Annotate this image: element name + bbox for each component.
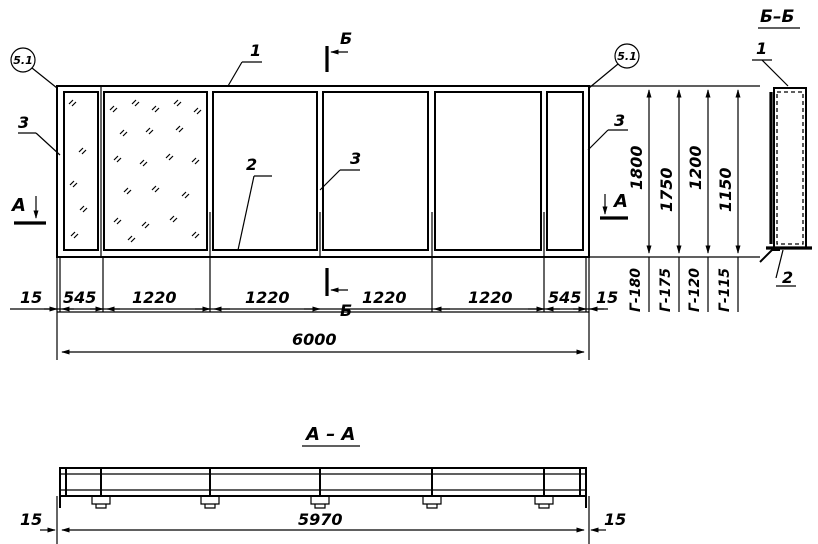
section-mark-a-right: А: [600, 191, 628, 220]
svg-text:А – А: А – А: [304, 424, 355, 445]
svg-text:1: 1: [756, 39, 767, 58]
svg-text:15: 15: [20, 288, 42, 307]
svg-text:6000: 6000: [292, 330, 337, 349]
svg-text:1220: 1220: [468, 288, 513, 307]
part-label-left-post: 3: [18, 113, 61, 156]
svg-text:15: 15: [604, 510, 626, 529]
panel-3: [212, 91, 318, 251]
svg-text:2: 2: [246, 155, 257, 174]
front-elevation: [56, 85, 590, 313]
svg-text:3: 3: [614, 111, 625, 130]
svg-text:Б–Б: Б–Б: [760, 7, 794, 27]
svg-text:1220: 1220: [132, 288, 177, 307]
panel-2-glazed: [103, 91, 208, 251]
part-label-top-frame: 1: [227, 41, 262, 87]
svg-text:15: 15: [20, 510, 42, 529]
glass-hatching: [68, 99, 202, 243]
svg-text:15: 15: [596, 288, 618, 307]
svg-text:Б: Б: [340, 301, 352, 320]
svg-text:1150: 1150: [716, 167, 735, 212]
part-label-bottom-rail: 2: [237, 155, 272, 251]
svg-text:Г-180: Г-180: [628, 268, 644, 312]
part-label-right-post: 3: [587, 111, 628, 151]
section-mark-a-left: А: [10, 195, 46, 225]
svg-text:Г-175: Г-175: [658, 268, 674, 312]
panel-5: [434, 91, 542, 251]
section-b-b-view: Б–Б 1 2: [752, 7, 812, 287]
svg-text:Б: Б: [340, 29, 352, 48]
svg-text:Г-115: Г-115: [717, 268, 733, 312]
total-dimension: 6000: [56, 257, 590, 360]
panel-1-glazed: [63, 91, 99, 251]
svg-text:1: 1: [250, 41, 261, 60]
svg-text:Г-120: Г-120: [687, 268, 703, 312]
svg-text:2: 2: [782, 268, 793, 287]
svg-text:545: 545: [548, 288, 581, 307]
svg-text:1220: 1220: [245, 288, 290, 307]
part-label-middle-post: 3: [319, 149, 361, 191]
panel-6: [546, 91, 584, 251]
svg-text:5.1: 5.1: [13, 54, 33, 67]
callout-top-right: 5.1: [588, 43, 640, 89]
svg-text:1750: 1750: [657, 167, 676, 212]
section-a-a-plan: А – А 15 5970 15: [20, 424, 626, 544]
height-dimensions: 1800 1750 1200 1150 Г-180 Г-175 Г-120 Г-…: [589, 85, 760, 312]
svg-text:А: А: [612, 191, 628, 212]
svg-text:3: 3: [18, 113, 29, 132]
callout-top-left: 5.1: [10, 47, 58, 89]
svg-text:1200: 1200: [686, 145, 705, 190]
section-mark-b-bottom: Б: [325, 268, 352, 320]
segment-dimensions: 15 545 1220 1220 1220 1220 545 15: [10, 257, 618, 312]
svg-text:5.1: 5.1: [617, 50, 637, 63]
section-mark-b-top: Б: [325, 29, 352, 72]
svg-text:1220: 1220: [362, 288, 407, 307]
svg-text:3: 3: [350, 149, 361, 168]
svg-text:А: А: [10, 195, 26, 216]
panel-4: [322, 91, 429, 251]
svg-text:545: 545: [63, 288, 96, 307]
svg-text:1800: 1800: [627, 145, 646, 190]
svg-text:5970: 5970: [298, 510, 343, 529]
